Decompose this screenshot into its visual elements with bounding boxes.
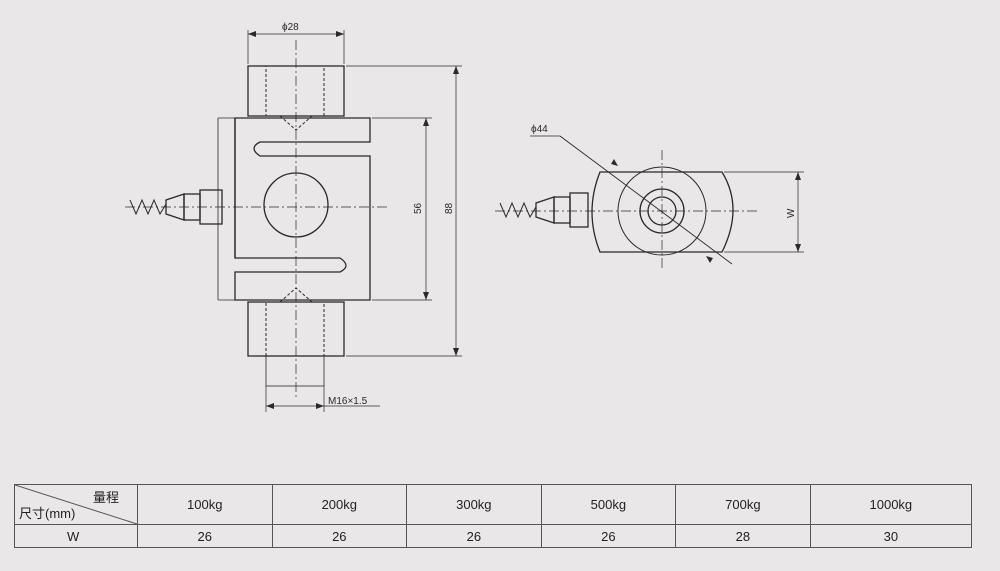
- header-size-label: 尺寸(mm): [19, 506, 76, 521]
- capacity-cell: 200kg: [271, 484, 408, 525]
- w-value-cell: 28: [675, 524, 811, 548]
- dim-diameter-side: ϕ44: [531, 124, 548, 135]
- w-value-cell: 26: [540, 524, 677, 548]
- front-view: [125, 30, 462, 412]
- table-row: W 26 26 26 26 28 30: [14, 524, 973, 548]
- capacity-cell: 300kg: [406, 484, 542, 525]
- capacity-cell: 500kg: [540, 484, 677, 525]
- dim-total-height: 88: [444, 202, 455, 214]
- dim-thread: M16×1.5: [328, 396, 368, 407]
- row-label-w: W: [14, 524, 138, 548]
- capacity-cell: 700kg: [675, 484, 811, 525]
- table-header-row: 量程 尺寸(mm) 100kg 200kg 300kg 500kg 700kg …: [14, 484, 973, 525]
- spec-table: 量程 尺寸(mm) 100kg 200kg 300kg 500kg 700kg …: [14, 484, 973, 548]
- w-value-cell: 30: [809, 524, 973, 548]
- w-value-cell: 26: [406, 524, 542, 548]
- w-value-cell: 26: [271, 524, 408, 548]
- capacity-cell: 1000kg: [809, 484, 973, 525]
- header-corner-cell: 量程 尺寸(mm): [14, 484, 138, 525]
- side-view: [495, 135, 804, 270]
- capacity-cell: 100kg: [137, 484, 273, 525]
- dim-width: W: [786, 208, 797, 218]
- header-range-label: 量程: [92, 490, 119, 505]
- dim-inner-height: 56: [413, 202, 424, 214]
- dim-top-diameter: ϕ28: [282, 22, 299, 33]
- w-value-cell: 26: [137, 524, 273, 548]
